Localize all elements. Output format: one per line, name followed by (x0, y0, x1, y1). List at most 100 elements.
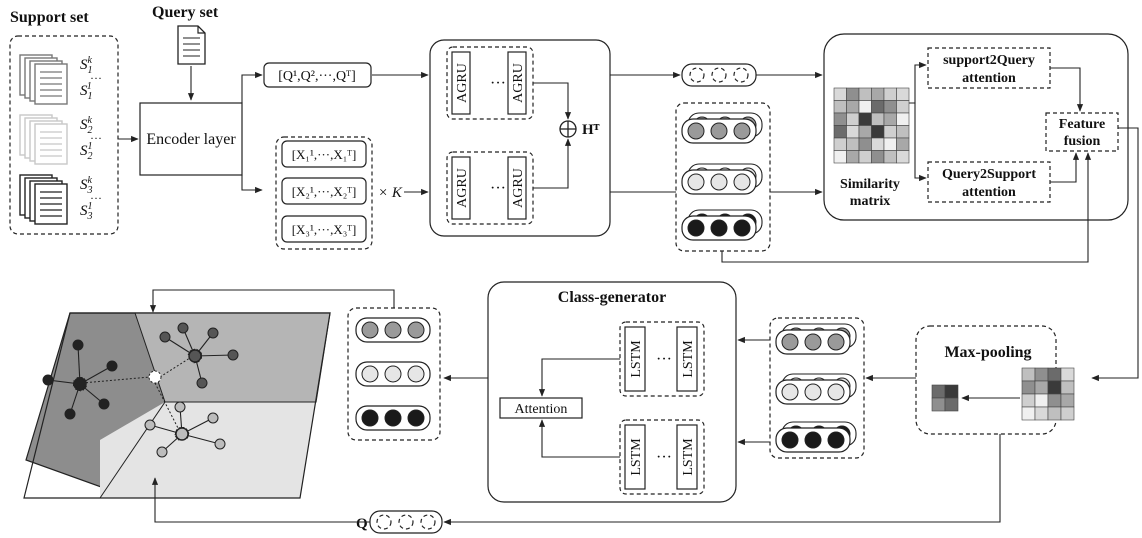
arrow-icon (1050, 152, 1080, 183)
svg-text:···: ··· (90, 131, 102, 145)
times-k-label: × K (378, 185, 403, 201)
arrow-icon (443, 434, 1001, 526)
lstm-label: LSTM (681, 340, 696, 378)
lstm-cell (624, 424, 646, 490)
query-vector-node (711, 67, 727, 83)
query-set-label: Query set (152, 4, 219, 21)
query-vector-node (398, 514, 414, 530)
pooled-vector-class-2 (775, 373, 857, 405)
support-sample-label: S1k (80, 55, 93, 76)
support-set-box (9, 35, 119, 235)
support-sample-label: S31 (80, 201, 93, 222)
lstm-label: LSTM (629, 438, 644, 476)
max-pooling-label: Max-pooling (944, 344, 1031, 361)
arrow-icon (151, 477, 370, 523)
class-generator-block (487, 281, 737, 503)
attention-box (499, 397, 583, 419)
lstm-lower-group (619, 419, 705, 495)
query-vector-node (376, 514, 392, 530)
agru-dots: ··· (490, 75, 506, 92)
support-sequence-1-box (281, 140, 367, 168)
support-sample-label: S11 (80, 81, 92, 102)
attention-label: Attention (515, 402, 568, 417)
feature-fusion-box (1045, 112, 1119, 152)
pooled-vector-class-3 (775, 421, 857, 453)
support-sequence-3-label: [X₃¹,···,X₃ᵀ] (292, 222, 357, 237)
class-prototype-1 (355, 317, 431, 343)
document-stack-icon: S2k···S21 (19, 114, 102, 165)
lstm-cell (676, 326, 698, 392)
similarity-matrix (833, 87, 910, 164)
arrow-icon (538, 358, 620, 397)
support-vector-class-3 (681, 209, 763, 241)
support-sample-label: S3k (80, 175, 93, 196)
agru-cell (451, 156, 471, 220)
q-label: Q (356, 516, 368, 532)
bottom-query-vector (369, 510, 443, 534)
cluster-class-1 (159, 322, 239, 389)
agru-label: AGRU (455, 63, 470, 103)
pooled-vector-class-1 (775, 323, 857, 355)
agru-dots: ··· (490, 180, 506, 197)
support2query-label: support2Query (943, 53, 1035, 68)
feature-fusion-label-2: fusion (1064, 134, 1101, 149)
cluster-class-2 (144, 401, 226, 458)
support-sequence-3-box (281, 215, 367, 243)
query-vector (681, 63, 757, 87)
query-vector-node (689, 67, 705, 83)
document-icon (177, 25, 206, 65)
arrow-icon (533, 138, 572, 189)
lstm-label: LSTM (681, 438, 696, 476)
agru-block (429, 39, 611, 237)
lstm-label: LSTM (629, 340, 644, 378)
svg-text:···: ··· (90, 191, 102, 205)
document-stack-icon: S1k···S11 (19, 54, 102, 105)
lstm-upper-group (619, 321, 705, 397)
support-sequence-2-label: [X₂¹,···,X₂ᵀ] (292, 184, 357, 199)
query2support-label: Query2Support (942, 167, 1036, 182)
query2support-label-2: attention (962, 185, 1016, 200)
ht-label: Hᵀ (582, 122, 600, 138)
support-sequence-1-label: [X₁¹,···,X₁ᵀ] (292, 147, 357, 162)
arrow-icon (538, 419, 620, 458)
pooled-vectors-group (769, 317, 865, 459)
class-prototype-2 (355, 361, 431, 387)
support-vectors-group (675, 102, 771, 252)
arrow-icon (909, 102, 927, 182)
pooling-matrix (1021, 367, 1075, 421)
lstm-dots: ··· (656, 351, 672, 368)
query-sequence-label: [Q¹,Q²,···,Qᵀ] (278, 69, 356, 84)
arrow-icon (1050, 67, 1084, 112)
query-vector-node (733, 67, 749, 83)
class-prototype-3 (355, 405, 431, 431)
encoder-layer-box (139, 102, 243, 176)
support2query-label-2: attention (962, 71, 1016, 86)
support-sequence-2-box (281, 177, 367, 205)
arrow-icon (149, 289, 395, 313)
arrow-icon (1091, 127, 1139, 382)
class-generator-label: Class-generator (558, 289, 666, 306)
document-stack-icon: S3k···S31 (19, 174, 102, 225)
support-vector-class-2 (681, 163, 763, 195)
similarity-matrix-label: Similarity (840, 177, 900, 192)
plus-circle-icon (559, 120, 577, 138)
agru-label: AGRU (511, 168, 526, 208)
agru-cell (451, 51, 471, 115)
cluster-class-3 (42, 339, 118, 420)
agru-cell (507, 156, 527, 220)
arrow-icon (909, 61, 927, 104)
arrow-icon (721, 152, 1092, 263)
lstm-cell (624, 326, 646, 392)
svg-text:···: ··· (90, 71, 102, 85)
support-vector-class-1 (681, 112, 763, 144)
encoder-layer-label: Encoder layer (146, 131, 236, 148)
arrow-icon (241, 71, 263, 103)
attention-block (823, 33, 1129, 221)
arrow-icon (241, 175, 263, 194)
lstm-cell (676, 424, 698, 490)
pooled-matrix (931, 384, 959, 412)
max-pooling-block (915, 325, 1057, 435)
query-sequence-box (263, 62, 372, 88)
